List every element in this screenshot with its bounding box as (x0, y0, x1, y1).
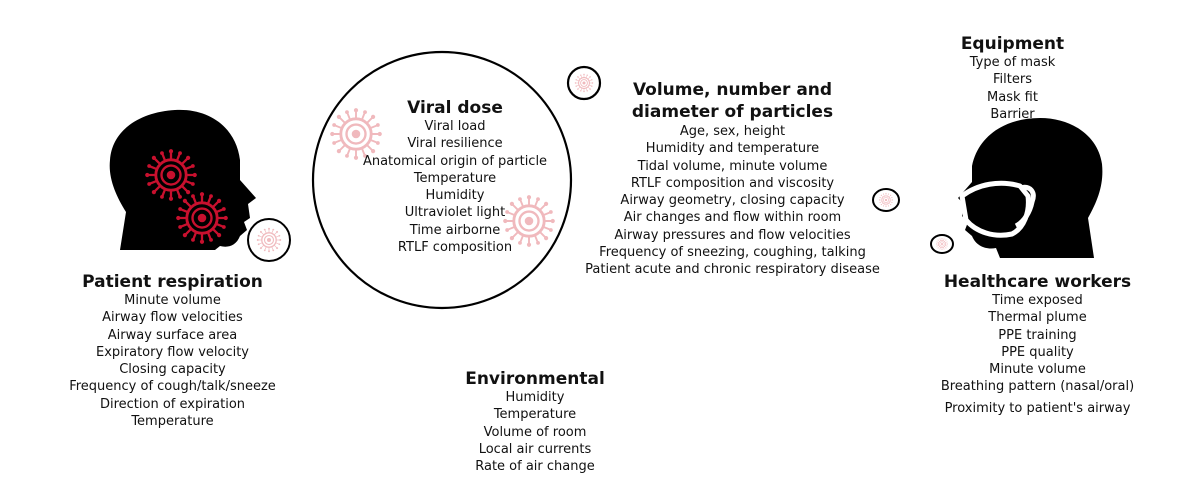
list-item: Viral load (424, 119, 486, 134)
list-item: Barrier (990, 106, 1035, 122)
list-item: Filters (993, 72, 1032, 88)
virus-icon (174, 190, 230, 246)
equipment-title: Equipment (960, 34, 1065, 54)
list-item: Thermal plume (988, 310, 1087, 326)
list-item: Humidity and temperature (645, 141, 820, 157)
patient-respiration-section: Patient respiration Minute volume Airway… (60, 272, 285, 430)
list-item: Age, sex, height (679, 124, 786, 139)
list-item: Air changes and flow within room (623, 210, 842, 226)
list-item: Local air currents (478, 441, 592, 457)
patient-head-icon (109, 109, 257, 250)
viral-dose-section: Viral dose Viral load Viral resilience A… (345, 98, 565, 256)
list-item: Airway geometry, closing capacity (620, 193, 845, 209)
list-item: Minute volume (124, 293, 221, 308)
particles-title-line1: Volume, number and (632, 80, 833, 100)
virus-icon (935, 237, 949, 251)
viral-dose-title: Viral dose (407, 98, 503, 118)
list-item: Anatomical origin of particle (362, 153, 548, 169)
list-item: Direction of expiration (99, 396, 246, 412)
list-item: PPE training (998, 327, 1077, 343)
list-item: Humidity (425, 188, 485, 204)
list-item: Type of mask (969, 55, 1056, 70)
environmental-section: Environmental Humidity Temperature Volum… (440, 369, 630, 475)
list-item: Airway pressures and flow velocities (614, 227, 851, 243)
equipment-section: Equipment Type of mask Filters Mask fit … (940, 34, 1085, 123)
list-item: Humidity (505, 390, 565, 405)
list-item: Frequency of cough/talk/sneeze (69, 379, 276, 395)
list-item: PPE quality (1001, 344, 1074, 360)
list-item: Volume of room (483, 424, 587, 440)
particles-section: Volume, number and diameter of particles… (575, 79, 890, 279)
list-item: Temperature (413, 170, 497, 186)
healthcare-workers-section: Healthcare workers Time exposed Thermal … (925, 272, 1150, 417)
list-item: RTLF composition and viscosity (630, 175, 835, 191)
list-item: Patient acute and chronic respiratory di… (585, 262, 880, 278)
list-item: Temperature (493, 407, 577, 423)
viral-dose-circle (311, 50, 573, 310)
list-item: Temperature (131, 414, 214, 430)
list-item: Time airborne (409, 222, 501, 238)
list-item: Proximity to patient's airway (944, 400, 1131, 416)
list-item: Airway surface area (107, 327, 238, 343)
virus-icon (256, 227, 282, 253)
list-item: Time exposed (992, 293, 1083, 308)
list-item: RTLF composition (397, 240, 513, 256)
list-item: Expiratory flow velocity (95, 344, 250, 360)
environmental-title: Environmental (465, 369, 605, 389)
list-item: Ultraviolet light (404, 205, 506, 221)
list-item: Frequency of sneezing, coughing, talking (599, 245, 866, 261)
patient-respiration-title: Patient respiration (82, 272, 263, 292)
list-item: Rate of air change (475, 459, 595, 475)
list-item: Airway flow velocities (102, 310, 243, 326)
face-mask-icon (959, 180, 1036, 238)
list-item: Viral resilience (407, 136, 503, 152)
virus-icon (143, 147, 199, 203)
particles-title-line2: diameter of particles (631, 102, 834, 122)
list-item: Minute volume (989, 362, 1086, 378)
list-item: Breathing pattern (nasal/oral) (940, 379, 1135, 395)
list-item: Closing capacity (119, 362, 226, 378)
healthcare-workers-title: Healthcare workers (943, 272, 1132, 292)
list-item: Tidal volume, minute volume (637, 158, 828, 174)
list-item: Mask fit (987, 89, 1038, 105)
